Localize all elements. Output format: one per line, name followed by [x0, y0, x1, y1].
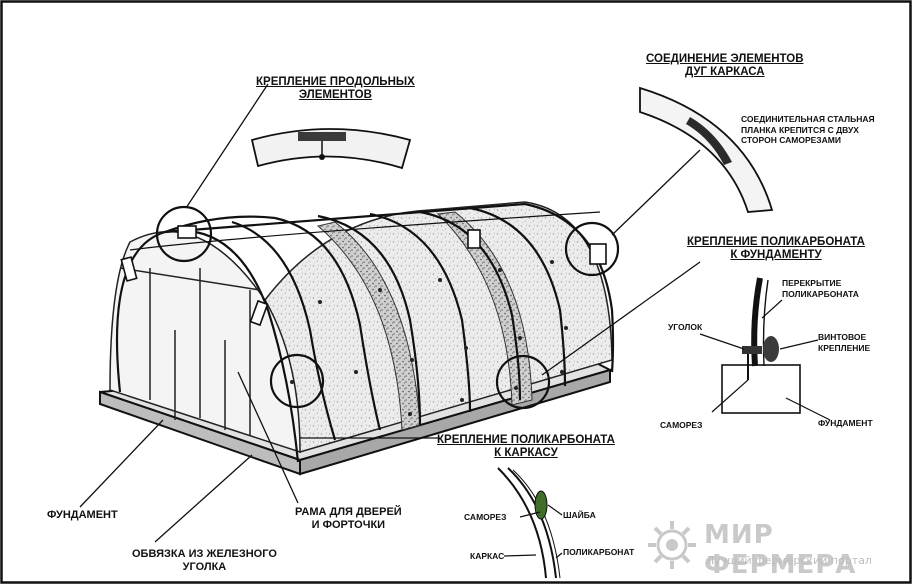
rivet-dots — [290, 260, 568, 416]
label-frame-fixing-title: КРЕПЛЕНИЕ ПОЛИКАРБОНАТА К КАРКАСУ — [437, 434, 615, 460]
label-foundation-small: ФУНДАМЕНТ — [818, 418, 873, 428]
leader-lines — [79, 83, 701, 543]
end-wall-frame — [119, 267, 261, 435]
label-door-frame: РАМА ДЛЯ ДВЕРЕЙ И ФОРТОЧКИ — [295, 506, 402, 531]
arch-clamps — [120, 225, 607, 327]
label-iron-binding: ОБВЯЗКА ИЗ ЖЕЛЕЗНОГО УГОЛКА — [132, 548, 277, 573]
label-arc-joint-note: СОЕДИНИТЕЛЬНАЯ СТАЛЬНАЯ ПЛАНКА КРЕПИТСЯ … — [741, 114, 875, 146]
watermark: МИР ФЕРМЕРА Лучший фермерский портал — [642, 516, 912, 580]
longitudinal-detail — [250, 128, 412, 170]
label-screw-fixing: ВИНТОВОЕ КРЕПЛЕНИЕ — [818, 332, 871, 353]
label-washer: ШАЙБА — [563, 510, 596, 520]
arc-joint-detail — [639, 86, 774, 213]
label-arc-joint-title: СОЕДИНЕНИЕ ЭЛЕМЕНТОВ ДУГ КАРКАСА — [646, 53, 804, 79]
watermark-subtitle: Лучший фермерский портал — [706, 554, 872, 567]
foundation-fixing-detail — [699, 277, 831, 421]
label-screw-frame: САМОРЕЗ — [464, 512, 507, 522]
watermark-title: МИР ФЕРМЕРА — [704, 520, 857, 580]
watermark-logo-icon — [648, 521, 696, 569]
greenhouse-arcs — [115, 202, 615, 463]
greenhouse-cover — [109, 201, 613, 454]
callout-circles — [155, 205, 620, 410]
label-frame: КАРКАС — [470, 551, 505, 561]
label-overlap: ПЕРЕКРЫТИЕ ПОЛИКАРБОНАТА — [782, 278, 859, 299]
frame-fixing-detail — [497, 467, 563, 579]
label-corner: УГОЛОК — [668, 322, 703, 332]
label-longitudinal-fastening: КРЕПЛЕНИЕ ПРОДОЛЬНЫХ ЭЛЕМЕНТОВ — [256, 76, 415, 102]
label-foundation-fixing-title: КРЕПЛЕНИЕ ПОЛИКАРБОНАТА К ФУНДАМЕНТУ — [687, 236, 865, 262]
label-polycarbonate: ПОЛИКАРБОНАТ — [563, 547, 635, 557]
label-foundation-main: ФУНДАМЕНТ — [47, 509, 118, 521]
label-screw: САМОРЕЗ — [660, 420, 703, 430]
